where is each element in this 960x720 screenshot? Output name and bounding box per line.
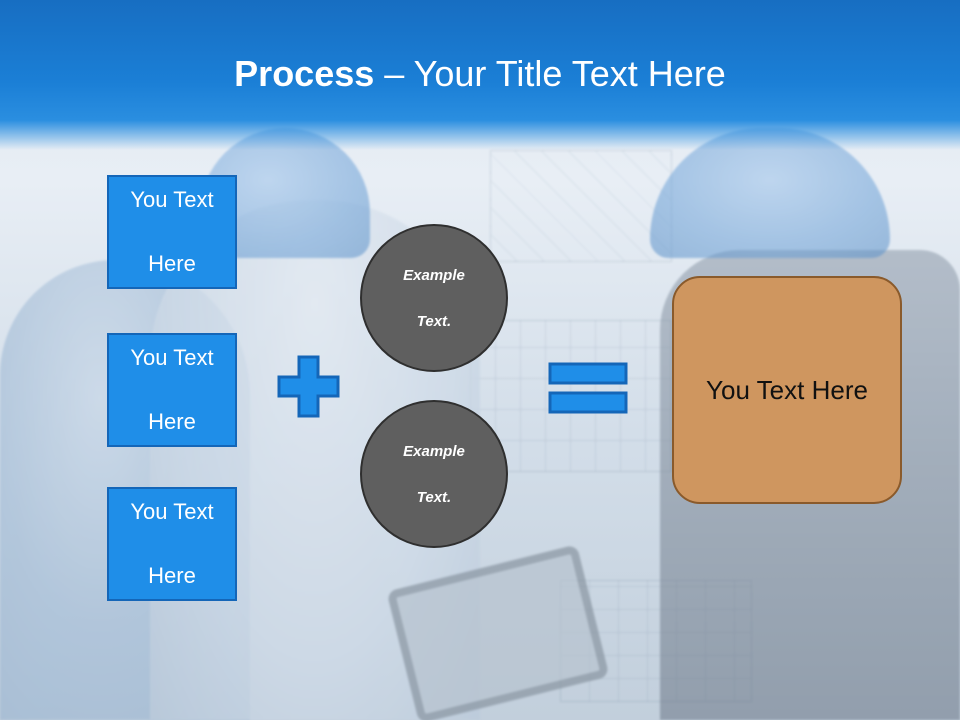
- text-box-line: You Text: [130, 345, 214, 370]
- title-bar: Process – Your Title Text Here: [0, 0, 960, 150]
- background-blueprint: [490, 150, 672, 262]
- result-box[interactable]: You Text Here: [672, 276, 902, 504]
- circle-line: Example: [403, 266, 465, 284]
- title-rest: – Your Title Text Here: [374, 53, 726, 94]
- text-box-line: Here: [148, 251, 196, 276]
- circle-line: Example: [403, 442, 465, 460]
- title-bold: Process: [234, 53, 375, 94]
- plus-icon: [277, 355, 340, 418]
- slide-title[interactable]: Process – Your Title Text Here: [0, 52, 960, 96]
- circle-line: Text.: [416, 312, 452, 330]
- result-text: You Text Here: [706, 375, 868, 405]
- circle-line: Text.: [416, 488, 452, 506]
- text-box-line: You Text: [130, 187, 214, 212]
- equals-icon: [548, 362, 628, 414]
- text-box-line: Here: [148, 563, 196, 588]
- text-box-line: Here: [148, 409, 196, 434]
- text-box-line: You Text: [130, 499, 214, 524]
